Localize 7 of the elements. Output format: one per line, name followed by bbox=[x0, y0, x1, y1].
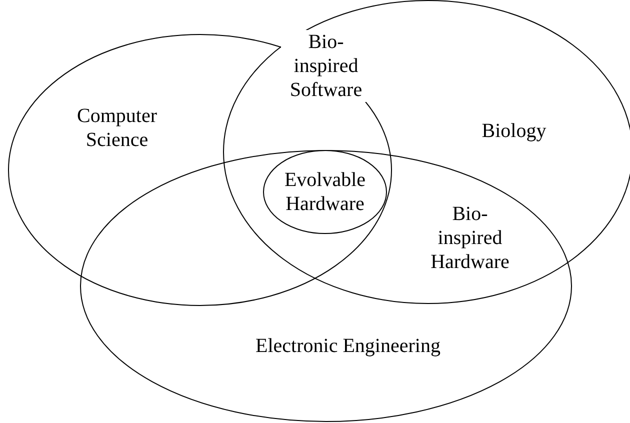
subset-ellipse bbox=[263, 150, 387, 234]
set-label: Electronic Engineering bbox=[254, 334, 442, 358]
set-ellipse bbox=[80, 150, 572, 422]
set-ellipse bbox=[8, 34, 392, 306]
set-label: Computer Science bbox=[76, 104, 158, 152]
set-label: Evolvable Hardware bbox=[283, 168, 367, 216]
set-label: Biology bbox=[480, 119, 548, 143]
